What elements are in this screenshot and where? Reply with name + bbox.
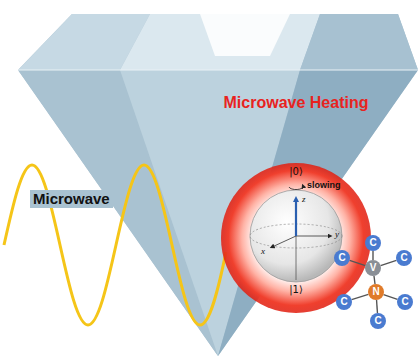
carbon-atom: C	[370, 313, 386, 329]
vacancy-site: V	[365, 260, 381, 276]
heating-region: Microwave Heating	[216, 93, 376, 113]
state-vector	[295, 199, 297, 236]
bond-line	[384, 295, 398, 300]
heating-glow	[221, 163, 371, 313]
carbon-atom: C	[365, 235, 381, 251]
bond-line	[381, 260, 397, 265]
carbon-atom: C	[334, 250, 350, 266]
ket-label: |1⟩	[289, 284, 303, 296]
carbon-atom: C	[397, 294, 413, 310]
atom-symbol: C	[400, 253, 407, 263]
ket-label: |0⟩	[289, 166, 303, 178]
bloch-sphere	[250, 190, 342, 282]
diamond-highlight	[200, 14, 290, 56]
atom-symbol: C	[340, 297, 347, 307]
diamond-girdle	[18, 70, 418, 71]
diamond-body	[18, 14, 418, 356]
atom-symbol: C	[401, 297, 408, 307]
heading-text: Microwave Heating	[216, 93, 376, 113]
atom-symbol: C	[369, 238, 376, 248]
effect-label: slowing	[307, 180, 341, 191]
bond-line	[376, 300, 378, 313]
carbon-atom: C	[396, 250, 412, 266]
bond-line	[374, 276, 375, 284]
diamond-facet	[300, 14, 418, 70]
axis-label: z	[302, 194, 306, 205]
microwave-wave	[4, 165, 226, 325]
bond-line	[352, 294, 369, 299]
bond-line	[350, 260, 366, 265]
axis-label: x	[261, 246, 265, 257]
x-axis	[272, 236, 296, 247]
atom-symbol: N	[372, 287, 379, 297]
nitrogen-atom: N	[368, 284, 384, 300]
diamond-facet	[218, 70, 418, 356]
y-axis	[296, 236, 330, 237]
atom-symbol: C	[338, 253, 345, 263]
precession-arrow	[289, 186, 303, 190]
atom-symbol: V	[370, 263, 377, 273]
bond-line	[372, 251, 373, 260]
carbon-atom: C	[336, 294, 352, 310]
wave-label: Microwave	[30, 190, 113, 208]
z-axis	[296, 236, 297, 280]
diamond-facet	[120, 14, 320, 70]
axis-label: y	[335, 229, 339, 240]
atom-symbol: C	[374, 316, 381, 326]
